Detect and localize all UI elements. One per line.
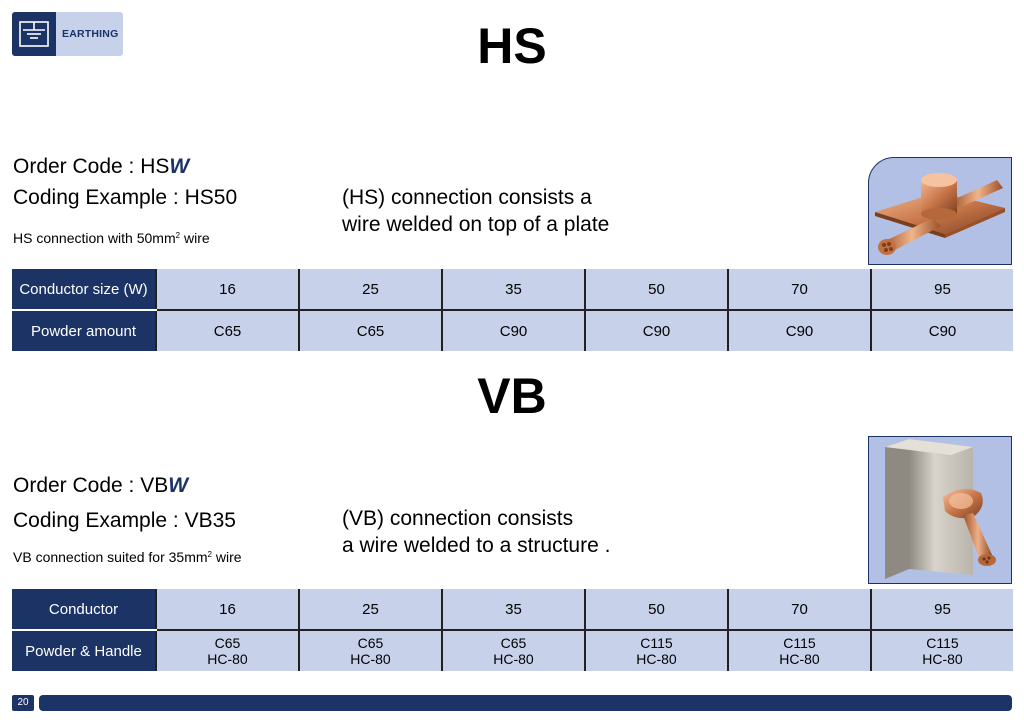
table-cell: C90 — [584, 310, 728, 351]
vb-section-title: VB — [477, 368, 547, 424]
footer-bar — [39, 695, 1012, 711]
table-row: Powder amount C65 C65 C90 C90 C90 C90 — [12, 310, 1013, 351]
hs-order-code-variable: W — [169, 155, 190, 178]
table-row: Conductor 16 25 35 50 70 95 — [12, 589, 1013, 631]
table-cell: 35 — [441, 589, 585, 631]
table-cell: 70 — [727, 589, 871, 631]
vb-spec-table: Conductor 16 25 35 50 70 95 Powder & Han… — [12, 589, 1013, 671]
table-row: Conductor size (W) 16 25 35 50 70 95 — [12, 269, 1013, 311]
vb-description: (VB) connection consists a wire welded t… — [342, 507, 611, 557]
table-cell: 16 — [155, 269, 299, 311]
hs-note: HS connection with 50mm2 wire — [13, 230, 210, 246]
vb-coding-example: Coding Example : VB35 — [13, 509, 236, 532]
vb-order-code-variable: W — [168, 474, 189, 497]
vb-row-header-conductor: Conductor — [12, 589, 156, 631]
hs-coding-example: Coding Example : HS50 — [13, 186, 238, 209]
earthing-icon — [12, 12, 56, 56]
table-cell: C90 — [441, 310, 585, 351]
vb-order-code: Order Code : VBW — [13, 474, 189, 497]
vb-row-header-powder-handle: Powder & Handle — [12, 630, 156, 671]
table-cell: C65 — [155, 310, 299, 351]
page-number: 20 — [12, 695, 34, 711]
hs-description: (HS) connection consists a wire welded o… — [342, 186, 610, 236]
category-label: EARTHING — [62, 28, 119, 40]
table-cell: C65 — [298, 310, 442, 351]
hs-order-code: Order Code : HSW — [13, 155, 190, 178]
table-cell: 35 — [441, 269, 585, 311]
table-cell: C90 — [727, 310, 871, 351]
table-cell: 25 — [298, 269, 442, 311]
table-cell: C90 — [870, 310, 1013, 351]
table-cell: 16 — [155, 589, 299, 631]
table-cell: 95 — [870, 269, 1013, 311]
table-cell: 25 — [298, 589, 442, 631]
hs-section-title: HS — [477, 18, 547, 74]
vb-product-photo — [868, 436, 1012, 584]
category-badge: EARTHING — [12, 12, 123, 56]
table-cell: 95 — [870, 589, 1013, 631]
hs-product-photo — [868, 157, 1012, 265]
vb-note: VB connection suited for 35mm2 wire — [13, 549, 242, 565]
table-cell: 50 — [584, 269, 728, 311]
table-cell: 50 — [584, 589, 728, 631]
hs-row-header-conductor-size: Conductor size (W) — [12, 269, 156, 311]
hs-spec-table: Conductor size (W) 16 25 35 50 70 95 Pow… — [12, 269, 1013, 351]
table-cell: 70 — [727, 269, 871, 311]
hs-row-header-powder-amount: Powder amount — [12, 310, 156, 351]
